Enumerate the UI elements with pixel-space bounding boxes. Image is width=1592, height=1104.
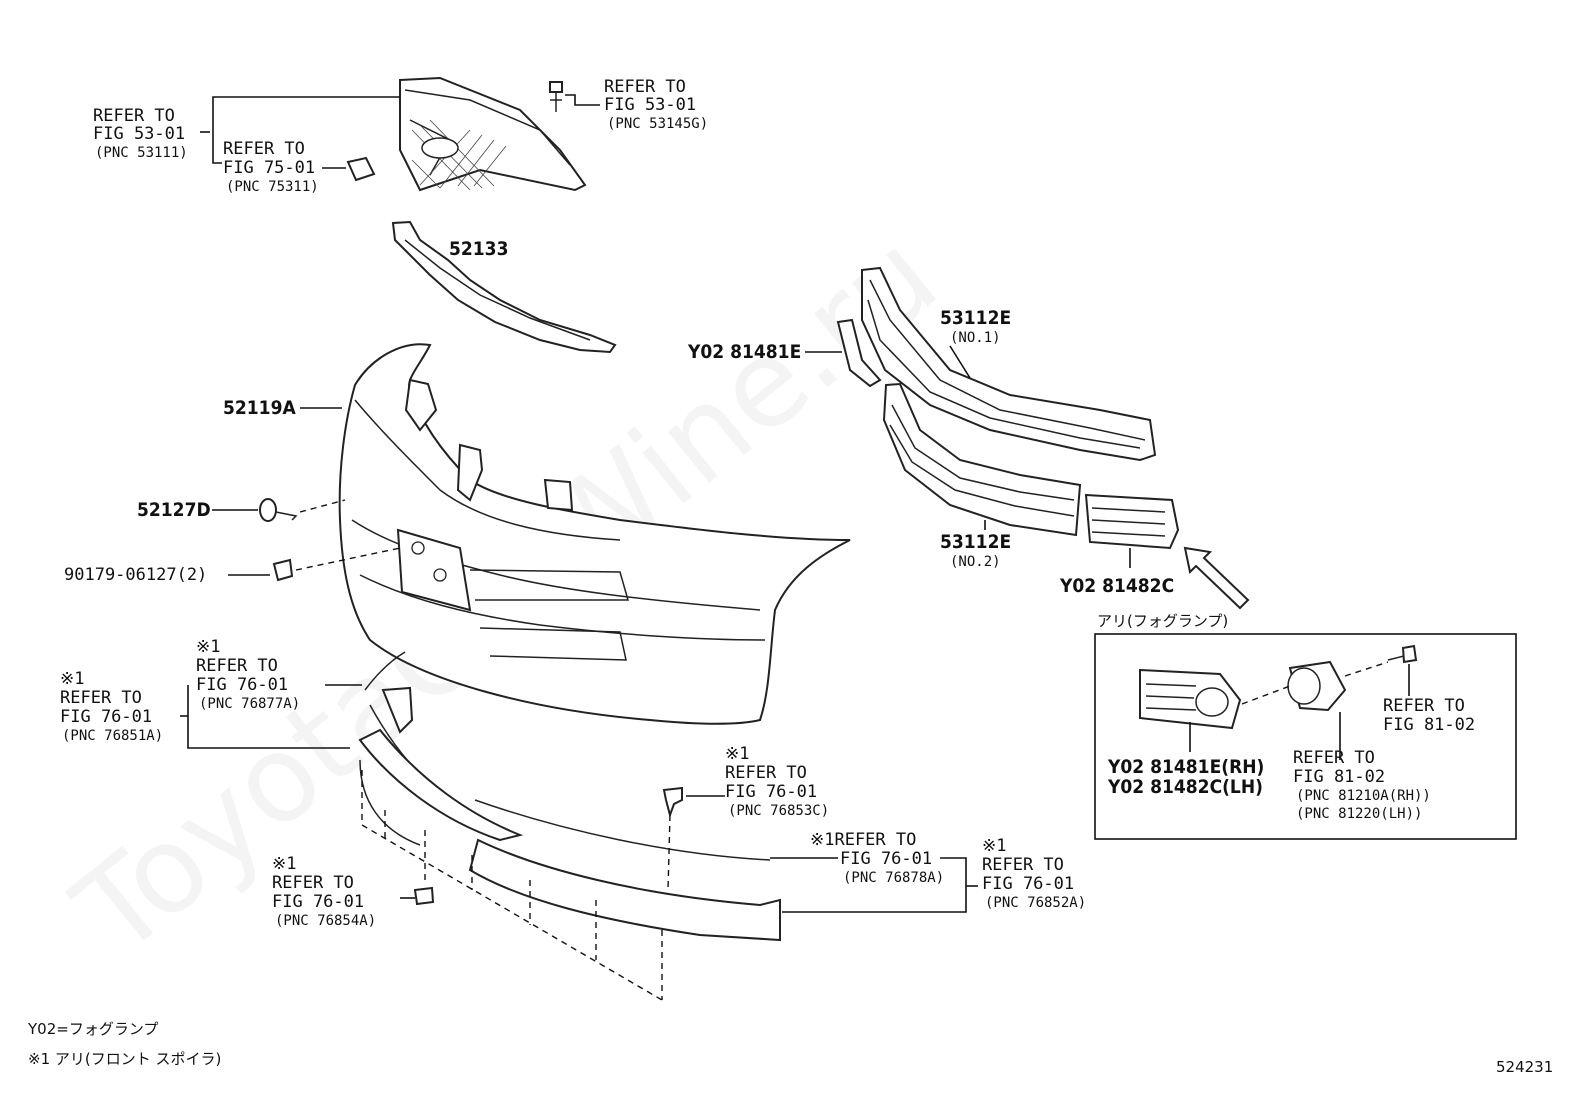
callout-1-line1: REFER TO (93, 106, 175, 126)
grille-53112e-no2-drawing (882, 382, 1082, 537)
callout-3-line2: FIG 53-01 (604, 95, 696, 115)
callout-9-mark: ※1 (272, 854, 296, 874)
callout-5-line1: REFER TO (60, 688, 142, 708)
tow-hook-cover-drawing (259, 498, 298, 522)
legend-y02: Y02=フォグランプ (27, 1020, 158, 1038)
callout-11-line2: FIG 81-02 (1293, 767, 1385, 787)
callout-4-line1: REFER TO (196, 656, 278, 676)
callout-8-line1: REFER TO (982, 855, 1064, 875)
callout-5-mark: ※1 (60, 669, 84, 689)
fog-cover-81481e-drawing (836, 318, 882, 388)
part-53112e-no2-label: 53112E (940, 531, 1011, 553)
callout-5-line3: (PNC 76851A) (62, 728, 163, 744)
callout-11-line4: (PNC 81220(LH)) (1296, 806, 1422, 822)
clip-76854a-drawing (413, 886, 435, 906)
view-arrow-icon (1183, 546, 1250, 610)
fog-cover-81482c-drawing (1084, 493, 1180, 550)
callout-9-line1: REFER TO (272, 873, 354, 893)
callout-8-line3: (PNC 76852A) (985, 895, 1086, 911)
part-52133-label: 52133 (449, 238, 508, 260)
nut-90179-drawing (272, 558, 294, 582)
legend-note-1: ※1 アリ(フロント スポイラ) (28, 1050, 221, 1068)
clip-76853c-drawing (662, 786, 683, 819)
callout-1-line2: FIG 53-01 (93, 124, 185, 144)
reinforcement-52133-drawing (391, 220, 617, 354)
callout-7-line3: (PNC 76878A) (843, 870, 944, 886)
callout-7-line2: FIG 76-01 (840, 849, 932, 869)
part-52127d-dashed-leader (299, 499, 346, 513)
callout-8-bracket (782, 857, 967, 913)
inset-fog-cover-drawing (1139, 668, 1242, 730)
callout-6-line2: FIG 76-01 (725, 782, 817, 802)
emblem-drawing (346, 156, 376, 182)
inset-title: アリ(フォグランプ) (1097, 612, 1228, 630)
callout-4-line2: FIG 76-01 (196, 675, 288, 695)
callout-6-mark: ※1 (725, 744, 749, 764)
callout-2-line2: FIG 75-01 (223, 158, 315, 178)
callout-1-line3: (PNC 53111) (95, 145, 188, 161)
callout-8-line2: FIG 76-01 (982, 874, 1074, 894)
part-90179-label: 90179-06127(2) (64, 565, 207, 585)
callout-4-mark: ※1 (196, 637, 220, 657)
callout-7-line1: ※1REFER TO (810, 830, 916, 850)
part-53112e-no1-label: 53112E (940, 307, 1011, 329)
callout-5-line2: FIG 76-01 (60, 707, 152, 727)
callout-3-leader (565, 94, 600, 106)
bumper-cover-drawing (338, 343, 851, 725)
callout-11-line3: (PNC 81210A(RH)) (1296, 788, 1431, 804)
callout-3-line1: REFER TO (604, 77, 686, 97)
callout-2-line1: REFER TO (223, 139, 305, 159)
callout-2-line3: (PNC 75311) (226, 179, 319, 195)
figure-number: 524231 (1496, 1058, 1553, 1076)
callout-1-leader (212, 96, 400, 164)
callout-3-line3: (PNC 53145G) (607, 116, 708, 132)
front-spoiler-drawing (358, 651, 781, 942)
callout-6-line3: (PNC 76853C) (728, 803, 829, 819)
callout-8-mark: ※1 (982, 836, 1006, 856)
part-53112e-no1-note: (NO.1) (950, 330, 1001, 346)
part-52127d-label: 52127D (137, 499, 211, 521)
callout-11-line1: REFER TO (1293, 748, 1375, 768)
callout-4-line3: (PNC 76877A) (199, 696, 300, 712)
part-81481e-label: Y02 81481E (687, 341, 801, 363)
inset-fog-lamp-drawing (1287, 660, 1347, 712)
part-53112e-no1-leader (949, 345, 971, 379)
part-52119a-label: 52119A (223, 397, 296, 419)
callout-4-5-bracket (187, 685, 350, 749)
part-90179-dashed-leader (295, 547, 401, 571)
callout-10-line2: FIG 81-02 (1383, 715, 1475, 735)
clip-53145g-drawing (549, 81, 563, 112)
inset-rh-label: Y02 81481E(RH) (1107, 756, 1264, 778)
spoiler-dash-diag (361, 824, 663, 1001)
part-53112e-no2-note: (NO.2) (950, 554, 1001, 570)
fog-lamp-inset-box (1094, 633, 1517, 840)
inset-lh-label: Y02 81482C(LH) (1107, 776, 1263, 798)
callout-10-line1: REFER TO (1383, 696, 1465, 716)
upper-grille-drawing (399, 76, 587, 192)
clip-76853c-dash (667, 814, 671, 891)
inset-dash-2 (1344, 661, 1389, 677)
reinforcement-52133-detail (404, 239, 591, 341)
grille-53112e-no1-drawing (861, 266, 1157, 462)
inset-dash-1 (1241, 685, 1291, 705)
inset-screw-drawing (1387, 644, 1418, 664)
callout-9-line2: FIG 76-01 (272, 892, 364, 912)
callout-6-line1: REFER TO (725, 763, 807, 783)
part-81482c-label: Y02 81482C (1059, 575, 1174, 597)
callout-9-line3: (PNC 76854A) (275, 913, 376, 929)
